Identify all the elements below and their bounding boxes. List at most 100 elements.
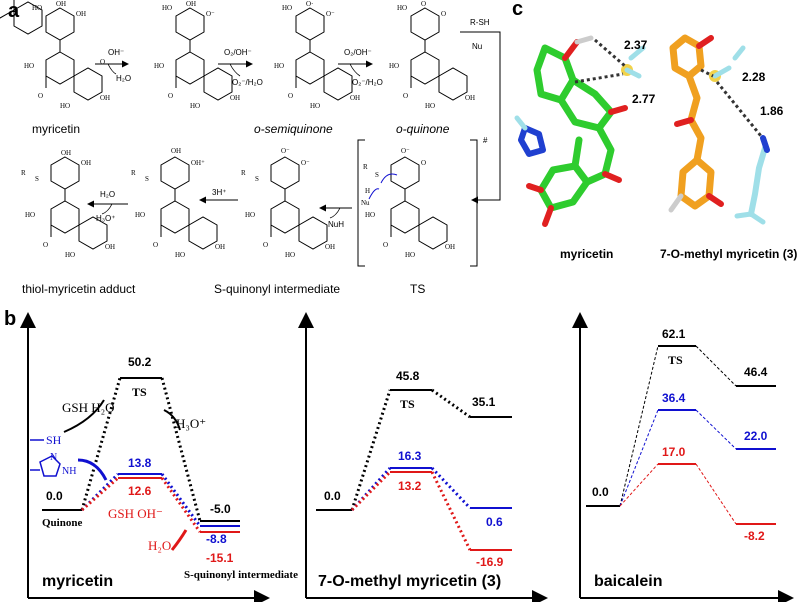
arrow-red-out <box>170 529 188 551</box>
svg-text:O⁻: O⁻ <box>281 147 290 155</box>
d3-label-ts-red: 17.0 <box>662 445 686 459</box>
arrow-3-curl <box>349 63 361 77</box>
d1-title: myricetin <box>42 573 113 590</box>
d1-label-ts-red: 12.6 <box>128 484 152 498</box>
svg-text:HO: HO <box>397 4 407 12</box>
panel-letter-c: c <box>512 0 524 20</box>
reagent-oh: OH⁻ <box>108 48 125 57</box>
svg-text:OH⁺: OH⁺ <box>191 159 205 167</box>
d1-ann-h2o: H₂O <box>148 538 171 553</box>
d1-label-ts-blue: 13.8 <box>128 456 152 470</box>
svg-text:HO: HO <box>274 62 284 70</box>
svg-text:OH: OH <box>61 149 71 157</box>
svg-text:HO: HO <box>175 251 185 259</box>
svg-text:OH: OH <box>56 0 66 8</box>
reagent-3h: 3H⁺ <box>212 188 227 197</box>
reagent-h2o: H₂O <box>116 74 132 83</box>
svg-text:HO: HO <box>365 211 375 219</box>
d1-ann-nh: NH <box>62 466 76 477</box>
arrow-gsh-in <box>63 399 105 433</box>
svg-text:OH: OH <box>230 94 240 102</box>
label-quinone: o-quinone <box>396 122 450 136</box>
label-adduct: thiol-myricetin adduct <box>22 282 136 296</box>
svg-text:HO: HO <box>389 62 399 70</box>
distance-d2: 2.77 <box>632 92 656 106</box>
myricetin-3d-model <box>514 35 646 227</box>
d1-ann-intermediate: S-quinonyl intermediate <box>184 569 298 581</box>
svg-text:HO: HO <box>162 4 172 12</box>
svg-text:O: O <box>288 92 293 100</box>
d1-ann-quinone: Quinone <box>42 517 82 529</box>
svg-text:O: O <box>421 159 426 167</box>
reagent-rsh: R-SH <box>470 18 490 27</box>
svg-text:O: O <box>153 241 158 249</box>
svg-text:O: O <box>403 92 408 100</box>
svg-text:S: S <box>375 171 379 179</box>
arrow-7-curl <box>101 203 113 215</box>
d3-label-p-black: 46.4 <box>744 365 768 379</box>
svg-text:O: O <box>383 241 388 249</box>
d3-label-0: 0.0 <box>592 485 609 499</box>
diagram-2-levels <box>316 388 512 551</box>
reagent-o2h2o-1: O₂⁻/H₂O <box>232 78 263 87</box>
d2-label-ts-red: 13.2 <box>398 479 422 493</box>
svg-text:HO: HO <box>245 211 255 219</box>
d1-label-0: 0.0 <box>46 489 63 503</box>
svg-text:Nu: Nu <box>361 199 370 207</box>
label-intermediate: S-quinonyl intermediate <box>214 282 341 296</box>
d1-ann-gsh-h2o: GSH H₂O <box>62 400 115 415</box>
path-red <box>350 470 472 551</box>
svg-text:O: O <box>441 10 446 18</box>
d3-ts-label: TS <box>668 353 683 367</box>
reagent-nuh: NuH <box>328 220 345 229</box>
label-ts: TS <box>410 282 426 296</box>
d3-label-ts-blue: 36.4 <box>662 391 686 405</box>
svg-text:O·: O· <box>306 0 313 8</box>
arrow-h3o-out <box>163 409 181 431</box>
label-semiquinone: o-semiquinone <box>254 122 333 136</box>
reagent-o2h2o-2: O₂⁻/H₂O <box>352 78 383 87</box>
svg-text:R: R <box>241 169 246 177</box>
svg-text:HO: HO <box>65 251 75 259</box>
svg-text:S: S <box>255 175 259 183</box>
arrow-2-curl <box>229 63 241 77</box>
distance-line-4 <box>715 81 763 137</box>
d1-ann-sh: SH <box>46 433 62 447</box>
d2-label-0: 0.0 <box>324 489 341 503</box>
svg-text:OH: OH <box>350 94 360 102</box>
svg-text:O: O <box>263 241 268 249</box>
distance-d3: 2.28 <box>742 70 766 84</box>
path-blue <box>350 466 472 512</box>
svg-text:OH: OH <box>445 243 455 251</box>
reagent-o2oh-2: O₂/OH⁻ <box>344 48 372 57</box>
distance-d1: 2.37 <box>624 38 648 52</box>
svg-text:OH: OH <box>465 94 475 102</box>
structure-title-right: 7-O-methyl myricetin (3) <box>660 247 797 261</box>
diagram-1-levels <box>30 377 240 551</box>
d2-label-p-red: -16.9 <box>476 555 504 569</box>
diagram-3-levels <box>586 345 776 525</box>
imidazole-ring <box>39 455 61 477</box>
svg-text:S: S <box>35 175 39 183</box>
distance-d4: 1.86 <box>760 104 784 118</box>
svg-text:HO: HO <box>24 62 34 70</box>
reaction-scheme <box>0 0 43 35</box>
svg-text:R: R <box>131 169 136 177</box>
d1-label-p-black: -5.0 <box>210 502 231 516</box>
svg-text:O⁻: O⁻ <box>401 147 410 155</box>
d1-label-p-red: -15.1 <box>206 551 234 565</box>
svg-text:O: O <box>421 0 426 8</box>
svg-text:HO: HO <box>190 102 200 110</box>
d1-ann-gsh-oh: GSH OH⁻ <box>108 506 163 521</box>
label-myricetin: myricetin <box>32 122 81 136</box>
svg-text:OH: OH <box>171 147 181 155</box>
d1-label-p-blue: -8.8 <box>206 532 227 546</box>
d2-label-p-blue: 0.6 <box>486 515 503 529</box>
energy-diagrams: 0.0 50.2 13.8 12.6 -5.0 -8.8 -15.1 TS GS… <box>20 312 794 602</box>
d3-title: baicalein <box>594 573 662 590</box>
arrow-1-curl <box>107 63 117 75</box>
